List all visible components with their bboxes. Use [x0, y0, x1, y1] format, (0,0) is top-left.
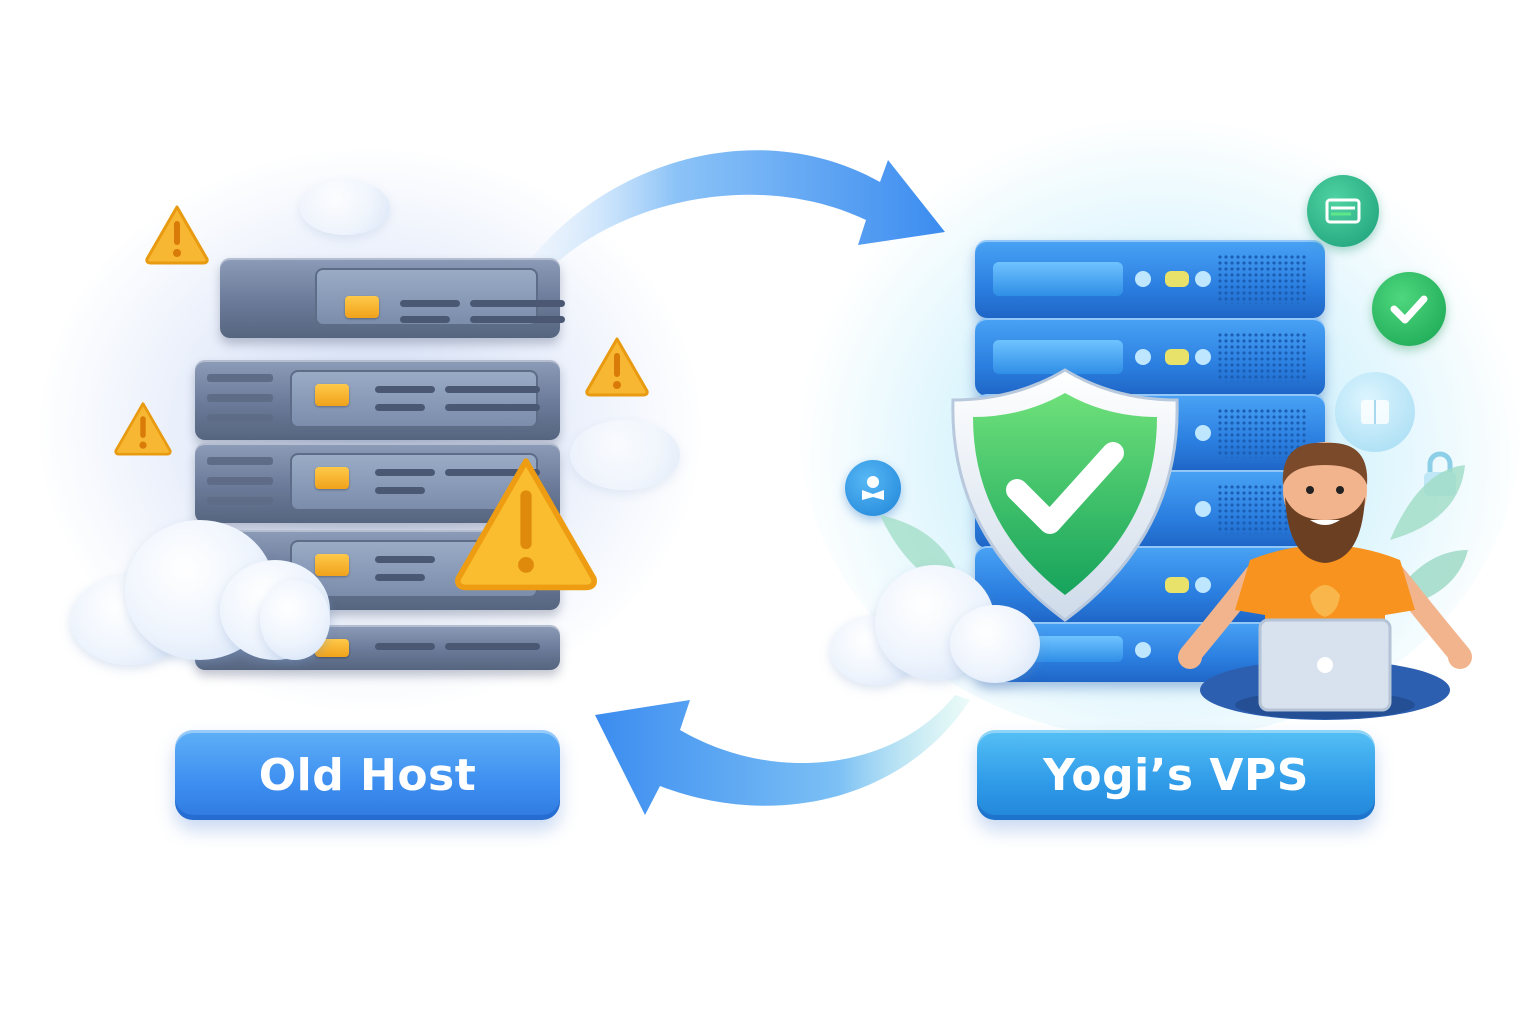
warning-triangle-icon	[145, 205, 209, 265]
alert-led-icon	[315, 639, 349, 657]
yogi-character-illustration	[1178, 442, 1472, 720]
shield-check-icon	[951, 368, 1179, 622]
status-led-icon	[1165, 271, 1189, 287]
old-server-unit	[195, 360, 560, 440]
migrate-arrow-bottom-icon	[595, 695, 970, 815]
alert-led-icon	[315, 467, 349, 489]
old-host-label: Old Host	[175, 730, 560, 820]
warning-triangle-icon	[114, 402, 172, 456]
alert-led-icon	[315, 554, 349, 576]
old-host-label-text: Old Host	[258, 749, 477, 801]
reader-bubble-icon	[845, 460, 901, 516]
alert-led-icon	[345, 296, 379, 318]
yogis-vps-label-text: Yogi’s VPS	[1043, 749, 1309, 801]
vps-server-unit	[975, 240, 1325, 318]
alert-led-icon	[315, 384, 349, 406]
globe-bubble-icon	[1335, 372, 1415, 452]
check-circle-icon	[1372, 272, 1446, 346]
server-list-bubble-icon	[1307, 175, 1379, 247]
warning-triangle-icon	[585, 337, 649, 397]
migrate-arrow-top-icon	[530, 150, 945, 260]
old-server-unit	[220, 258, 565, 338]
status-led-icon	[1165, 349, 1189, 365]
vps-server-unit	[975, 318, 1325, 396]
yogis-vps-label: Yogi’s VPS	[977, 730, 1375, 820]
warning-triangle-large-icon	[455, 458, 597, 591]
